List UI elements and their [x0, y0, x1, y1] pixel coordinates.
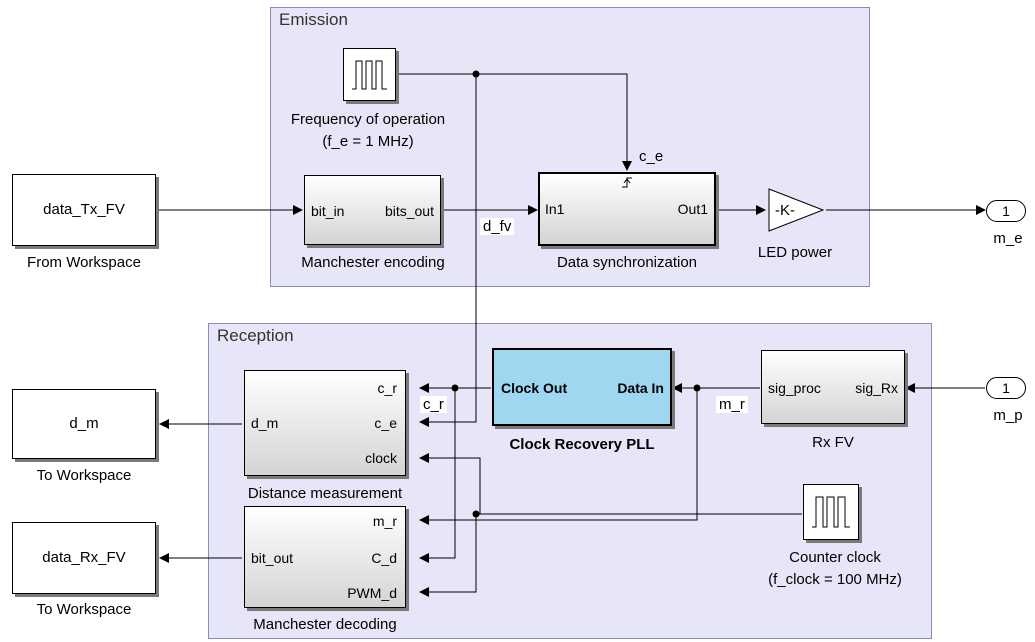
frequency-pulse-block[interactable] — [343, 48, 396, 101]
inport-m-p[interactable]: 1 — [986, 377, 1026, 399]
to-workspace-rx-caption: To Workspace — [36, 601, 132, 618]
data-sync-caption: Data synchronization — [556, 254, 698, 271]
dec-port-m-r: m_r — [372, 513, 397, 529]
rx-fv-in: sig_proc — [768, 380, 821, 396]
distance-measurement-caption: Distance measurement — [247, 485, 403, 502]
counter-clock-caption-1: Counter clock — [789, 549, 881, 566]
dist-port-c-e: c_e — [374, 415, 397, 431]
frequency-caption-2: (f_e = 1 MHz) — [322, 133, 414, 150]
from-workspace-label: data_Tx_FV — [43, 201, 125, 218]
to-workspace-rx-block[interactable]: data_Rx_FV — [12, 522, 156, 594]
manchester-encoding-caption: Manchester encoding — [301, 254, 445, 271]
manchester-enc-out: bits_out — [384, 203, 434, 219]
inport-m-p-number: 1 — [1002, 380, 1010, 396]
led-power-gain-block[interactable]: -K- — [765, 186, 827, 234]
pulse-icon — [352, 60, 387, 90]
signal-c-e: c_e — [639, 148, 664, 165]
counter-clock-block[interactable] — [803, 484, 859, 540]
pll-clock-out: Clock Out — [501, 380, 568, 396]
trigger-icon — [622, 177, 632, 188]
from-workspace-caption: From Workspace — [27, 254, 141, 271]
dist-port-clock: clock — [365, 450, 397, 466]
rx-fv-out: sig_Rx — [855, 380, 898, 396]
to-workspace-dm-block[interactable]: d_m — [12, 389, 156, 459]
inport-m-p-caption: m_p — [993, 407, 1023, 424]
data-sync-in: In1 — [545, 201, 565, 217]
to-workspace-rx-label: data_Rx_FV — [42, 549, 126, 566]
reception-title: Reception — [217, 326, 294, 345]
distance-measurement-block[interactable]: c_r c_e clock d_m — [244, 370, 406, 476]
data-sync-out: Out1 — [677, 201, 708, 217]
led-power-gain-text: -K- — [775, 202, 795, 219]
to-workspace-dm-label: d_m — [69, 415, 99, 432]
rx-fv-block[interactable]: sig_proc sig_Rx — [761, 350, 905, 424]
rx-fv-caption: Rx FV — [812, 434, 854, 451]
to-workspace-dm-caption: To Workspace — [36, 467, 132, 484]
signal-c-r: c_r — [420, 396, 447, 413]
dec-port-pwm-d: PWM_d — [347, 585, 397, 601]
signal-d-fv: d_fv — [480, 218, 515, 235]
data-synchronization-block[interactable]: In1 Out1 — [538, 172, 716, 246]
led-power-caption: LED power — [757, 244, 833, 261]
emission-title: Emission — [279, 10, 348, 29]
dec-port-bit-out: bit_out — [251, 550, 294, 566]
dec-port-c-d: C_d — [371, 550, 397, 566]
manchester-decoding-block[interactable]: m_r C_d PWM_d bit_out — [244, 506, 406, 608]
counter-clock-caption-2: (f_clock = 100 MHz) — [768, 571, 902, 588]
outport-m-e-number: 1 — [1002, 203, 1010, 219]
pll-data-in: Data In — [617, 380, 664, 396]
counter-clock-pulse-icon — [812, 496, 850, 528]
manchester-encoding-block[interactable]: bit_in bits_out — [304, 175, 441, 245]
signal-m-r: m_r — [716, 396, 748, 413]
frequency-caption-1: Frequency of operation — [290, 111, 446, 128]
outport-m-e-caption: m_e — [993, 230, 1023, 247]
manchester-enc-in: bit_in — [311, 203, 345, 219]
dist-port-c-r: c_r — [377, 380, 397, 396]
pll-caption: Clock Recovery PLL — [509, 436, 655, 453]
from-workspace-block[interactable]: data_Tx_FV — [12, 174, 156, 246]
clock-recovery-pll-block[interactable]: Clock Out Data In — [492, 348, 672, 426]
manchester-decoding-caption: Manchester decoding — [253, 616, 397, 633]
dist-port-d-m: d_m — [251, 415, 279, 431]
outport-m-e[interactable]: 1 — [986, 200, 1026, 222]
